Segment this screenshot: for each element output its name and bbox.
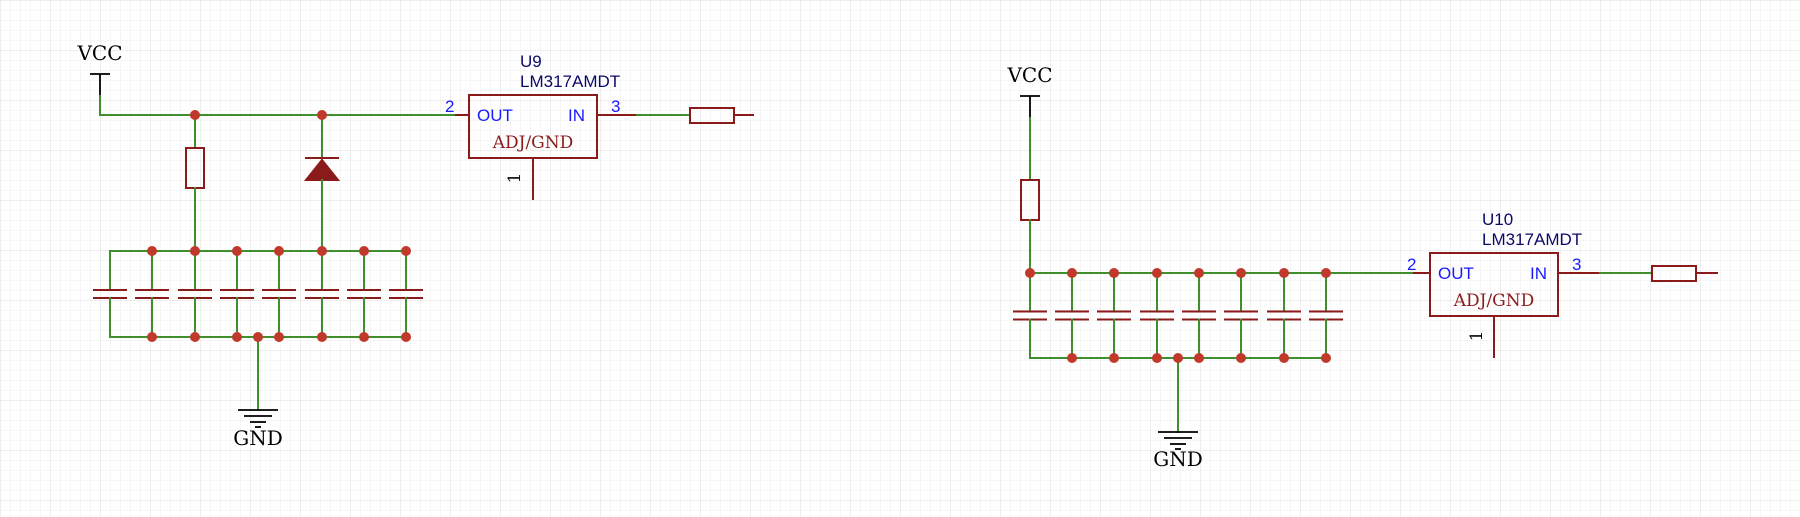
left-junction-bottom <box>232 332 242 342</box>
gnd-label-right: GND <box>1153 447 1203 471</box>
right-capacitor[interactable] <box>1309 272 1343 359</box>
gnd-label-left: GND <box>233 426 283 450</box>
right-junction-bottom <box>1067 353 1077 363</box>
right-capacitor[interactable] <box>1055 272 1089 359</box>
junctions-right <box>1173 353 1183 363</box>
gnd-symbol-left[interactable]: GND <box>233 409 283 450</box>
right-junction-top <box>1067 268 1077 278</box>
circuit-right: VCC GND U10 LM317AMDT 2 <box>1006 63 1718 471</box>
left-capacitor[interactable] <box>178 250 212 338</box>
left-junction-bottom <box>190 332 200 342</box>
right-junction-top <box>1194 268 1204 278</box>
body-label-u9: ADJ/GND <box>492 133 574 153</box>
right-junction-top <box>1321 268 1331 278</box>
right-junction-bottom <box>1109 353 1119 363</box>
capacitor-bank-left <box>93 246 423 342</box>
part-name-u9: LM317AMDT <box>520 72 620 91</box>
right-junction-bottom <box>1321 353 1331 363</box>
vcc-flag-left[interactable]: VCC <box>76 41 123 96</box>
part-name-u10: LM317AMDT <box>1482 230 1582 249</box>
pin-number-out-u10: 2 <box>1407 255 1416 274</box>
left-junction-bottom <box>147 332 157 342</box>
right-junction-top <box>1025 268 1035 278</box>
gnd-symbol-right[interactable]: GND <box>1153 431 1203 471</box>
vcc-flag-right[interactable]: VCC <box>1006 63 1053 118</box>
regulator-u10[interactable]: U10 LM317AMDT 2 3 OUT IN ADJ/GND 1 <box>1407 210 1600 358</box>
body-label-u10: ADJ/GND <box>1453 291 1535 311</box>
resistor-left-vertical[interactable] <box>185 114 205 252</box>
right-junction-top <box>1152 268 1162 278</box>
left-junction-top <box>232 246 242 256</box>
right-junction-top <box>1236 268 1246 278</box>
junctions-left <box>190 110 327 342</box>
resistor-right-horizontal[interactable] <box>1599 265 1718 282</box>
left-capacitor[interactable] <box>347 250 381 338</box>
left-capacitor[interactable] <box>220 250 254 338</box>
pin-number-in-u9: 3 <box>611 97 620 116</box>
right-capacitor[interactable] <box>1224 272 1258 359</box>
right-capacitor[interactable] <box>1097 272 1131 359</box>
designator-u9: U9 <box>520 52 542 71</box>
pin-number-adj-u9: 1 <box>505 173 525 184</box>
right-capacitor[interactable] <box>1267 272 1301 359</box>
pin-number-in-u10: 3 <box>1572 255 1581 274</box>
vcc-label-right: VCC <box>1006 63 1052 87</box>
pin-name-out-u9: OUT <box>477 106 513 125</box>
left-junction-top <box>359 246 369 256</box>
resistor-right-vertical[interactable] <box>1020 117 1040 274</box>
pin-number-adj-u10: 1 <box>1467 331 1487 342</box>
left-capacitor[interactable] <box>389 250 423 338</box>
left-junction-top <box>274 246 284 256</box>
right-junction-top <box>1279 268 1289 278</box>
capacitor-bank-right <box>1013 268 1343 363</box>
right-junction-bottom <box>1236 353 1246 363</box>
circuit-left: VCC GND <box>76 41 754 450</box>
left-junction-top <box>190 246 200 256</box>
left-capacitor[interactable] <box>93 250 127 338</box>
pin-name-in-u10: IN <box>1530 264 1547 283</box>
left-junction-bottom <box>317 332 327 342</box>
left-junction-bottom <box>359 332 369 342</box>
wire-vcc-rail-left[interactable] <box>99 95 456 116</box>
pin-name-in-u9: IN <box>568 106 585 125</box>
designator-u10: U10 <box>1482 210 1513 229</box>
pin-number-out-u9: 2 <box>445 97 454 116</box>
right-junction-bottom <box>1194 353 1204 363</box>
right-capacitor[interactable] <box>1013 272 1047 359</box>
resistor-left-horizontal[interactable] <box>636 107 754 124</box>
left-junction-top <box>147 246 157 256</box>
left-junction-top <box>401 246 411 256</box>
left-capacitor[interactable] <box>135 250 169 338</box>
left-capacitor[interactable] <box>262 250 296 338</box>
left-capacitor[interactable] <box>305 250 339 338</box>
right-junction-top <box>1109 268 1119 278</box>
left-junction-bottom <box>274 332 284 342</box>
left-junction-top <box>317 246 327 256</box>
regulator-u9[interactable]: U9 LM317AMDT 2 3 OUT IN ADJ/GND 1 <box>445 52 637 200</box>
vcc-label-left: VCC <box>76 41 122 65</box>
right-capacitor[interactable] <box>1140 272 1174 359</box>
right-junction-bottom <box>1279 353 1289 363</box>
diode-left[interactable] <box>303 114 341 252</box>
left-junction-bottom <box>401 332 411 342</box>
pin-name-out-u10: OUT <box>1438 264 1474 283</box>
right-junction-bottom <box>1152 353 1162 363</box>
right-capacitor[interactable] <box>1182 272 1216 359</box>
